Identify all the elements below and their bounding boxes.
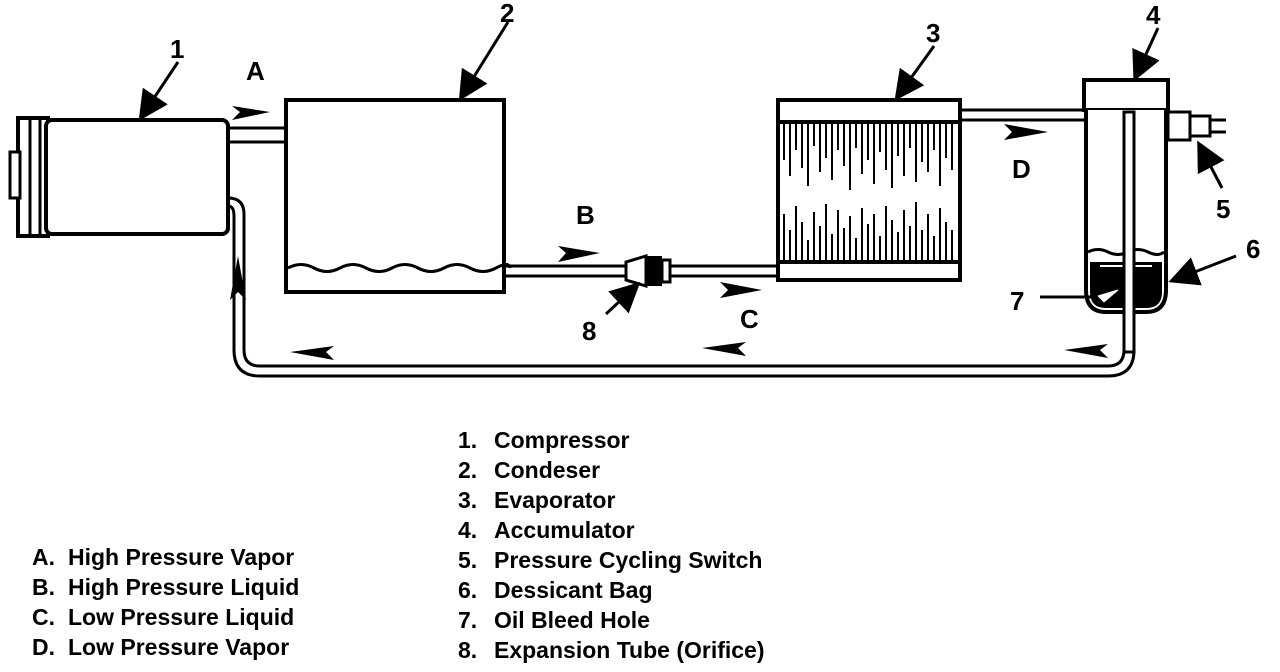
return-line	[227, 196, 1136, 378]
legend-flow-states: A. High Pressure Vapor B. High Pressure Li…	[32, 542, 299, 662]
legend-key: 7.	[458, 607, 478, 633]
legend-text: Expansion Tube (Orifice)	[494, 637, 765, 663]
evaporator-fins	[783, 124, 953, 260]
flow-label-b: B	[576, 200, 595, 230]
legend-key: 3.	[458, 487, 478, 513]
legend-key: 1.	[458, 427, 478, 453]
compressor-body	[44, 118, 230, 236]
legend-text: Pressure Cycling Switch	[494, 547, 763, 573]
legend-key: 5.	[458, 547, 478, 573]
compressor-pulley	[16, 116, 50, 238]
line-high-pressure-liquid	[504, 246, 628, 278]
flow-arrow-return-4	[230, 256, 246, 300]
legend-text: Evaporator	[494, 487, 616, 513]
leader-lines	[138, 21, 1237, 316]
legend-row: 8. Expansion Tube (Orifice)	[458, 635, 765, 665]
flow-arrow-a	[232, 106, 270, 120]
legend-text: Condeser	[494, 457, 601, 483]
callout-6: 6	[1246, 234, 1260, 264]
legend-row: 5. Pressure Cycling Switch	[458, 545, 765, 575]
line-low-pressure-liquid	[670, 264, 778, 298]
accumulator	[1082, 78, 1170, 354]
evaporator	[776, 98, 962, 282]
legend-key: A.	[32, 544, 55, 570]
legend-row: 6. Dessicant Bag	[458, 575, 765, 605]
callout-3: 3	[926, 18, 940, 48]
legend-key: 4.	[458, 517, 478, 543]
legend-row: 4. Accumulator	[458, 515, 765, 545]
flow-label-c: C	[740, 304, 759, 334]
flow-arrow-return-1	[1064, 344, 1108, 358]
callout-5: 5	[1216, 194, 1230, 224]
flow-arrow-return-2	[702, 342, 746, 356]
flow-arrow-b	[558, 246, 600, 262]
legend-components: 1. Compressor 2. Condeser 3. Evaporator 4. A…	[458, 425, 765, 665]
callout-1: 1	[170, 34, 184, 64]
legend-row: B. High Pressure Liquid	[32, 572, 299, 602]
oil-bleed-hole	[1097, 289, 1119, 303]
legend-text: Oil Bleed Hole	[494, 607, 650, 633]
legend-text: Compressor	[494, 427, 630, 453]
legend-key: 2.	[458, 457, 478, 483]
legend-text: Low Pressure Liquid	[68, 604, 295, 630]
flow-arrow-d	[1004, 124, 1048, 140]
legend-text: Low Pressure Vapor	[68, 634, 290, 660]
flow-label-d: D	[1012, 154, 1031, 184]
legend-row: D. Low Pressure Vapor	[32, 632, 299, 662]
pressure-cycling-switch	[1166, 110, 1226, 142]
legend-text: Dessicant Bag	[494, 577, 653, 603]
legend-text: Accumulator	[494, 517, 635, 543]
legend-key: D.	[32, 634, 55, 660]
legend-text: High Pressure Vapor	[68, 544, 295, 570]
legend-key: 8.	[458, 637, 478, 663]
legend-key: 6.	[458, 577, 478, 603]
callout-7: 7	[1010, 286, 1024, 316]
legend-row: 3. Evaporator	[458, 485, 765, 515]
legend-row: 1. Compressor	[458, 425, 765, 455]
legend-row: 2. Condeser	[458, 455, 765, 485]
condenser	[284, 98, 512, 294]
legend-text: High Pressure Liquid	[68, 574, 300, 600]
callout-8: 8	[582, 316, 596, 346]
legend-row: 7. Oil Bleed Hole	[458, 605, 765, 635]
flow-label-a: A	[246, 56, 265, 86]
flow-arrow-c	[720, 282, 762, 298]
legend-key: C.	[32, 604, 55, 630]
legend-key: B.	[32, 574, 55, 600]
ac-system-diagram: 1 2 3 4 5 6 7 8 A B C D	[8, 0, 1260, 378]
compressor	[8, 116, 230, 238]
legend-row: C. Low Pressure Liquid	[32, 602, 299, 632]
flow-arrow-return-3	[290, 346, 334, 360]
expansion-tube	[624, 253, 672, 289]
condenser-liquid-level	[287, 263, 512, 273]
callout-2: 2	[500, 0, 514, 28]
callout-4: 4	[1146, 0, 1161, 30]
legend-row: A. High Pressure Vapor	[32, 542, 299, 572]
line-high-pressure-vapor	[228, 106, 286, 144]
